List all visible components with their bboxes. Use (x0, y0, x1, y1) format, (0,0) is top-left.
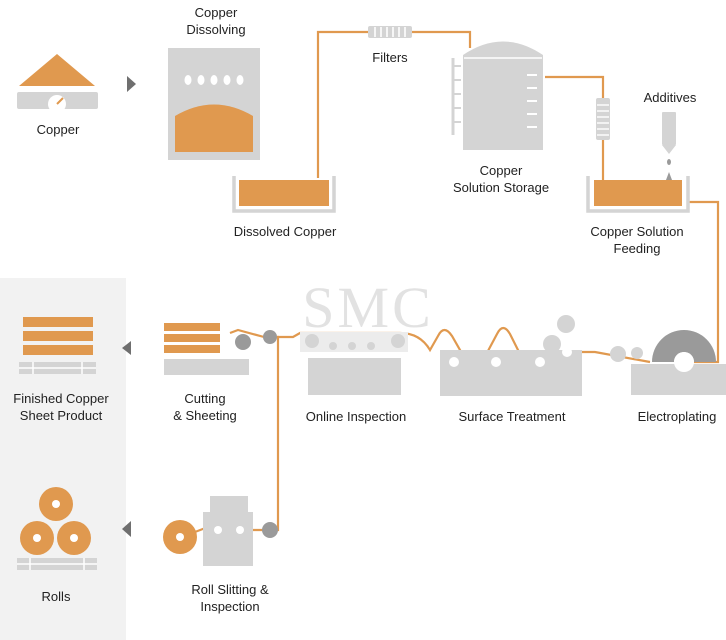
label-copper-dissolving: Copper Dissolving (166, 4, 266, 38)
roll-slitting-icon (163, 496, 278, 566)
label-line: Feeding (613, 241, 661, 256)
finished-sheets-icon (19, 317, 96, 374)
label-electroplating: Electroplating (637, 409, 717, 424)
additives-dropper-icon (662, 112, 676, 180)
flow-arrow-icon (127, 76, 136, 92)
label-line: Roll Slitting & (191, 582, 269, 597)
label-surface-treatment: Surface Treatment (458, 409, 566, 424)
online-inspection-icon (300, 332, 408, 395)
label-copper-solution-feeding: Copper Solution Feeding (577, 223, 697, 257)
storage-tank-icon (451, 41, 543, 150)
flow-arrow-icon (122, 341, 131, 355)
label-additives: Additives (643, 90, 697, 105)
electroplating-drum-icon (610, 330, 726, 395)
label-line: & Sheeting (173, 408, 237, 423)
copper-pile-icon (17, 54, 98, 113)
label-line: Inspection (200, 599, 260, 614)
label-line: Dissolving (186, 22, 246, 37)
feeding-tray-icon (586, 176, 690, 213)
filter-icon (368, 26, 412, 38)
label-copper-solution-storage: Copper Solution Storage (440, 162, 562, 196)
label-line: Solution Storage (452, 180, 550, 195)
label-dissolved-copper: Dissolved Copper (233, 224, 337, 239)
flow-arrow-icon (122, 521, 131, 537)
dissolved-copper-tray-icon (232, 176, 336, 213)
label-filters: Filters (372, 50, 408, 65)
label-roll-slitting-inspection: Roll Slitting & Inspection (172, 581, 288, 615)
label-line: Finished Copper (13, 391, 109, 406)
label-line: Copper (194, 5, 238, 20)
dissolving-tank-icon (168, 48, 260, 160)
label-rolls: Rolls (41, 589, 71, 604)
surface-treatment-icon (440, 315, 582, 396)
label-finished-copper-sheet-product: Finished Copper Sheet Product (2, 390, 120, 424)
label-online-inspection: Online Inspection (305, 409, 407, 424)
watermark-logo: SMC (302, 275, 434, 340)
label-line: Sheet Product (19, 408, 103, 423)
label-copper: Copper (36, 122, 80, 137)
label-line: Copper (479, 163, 523, 178)
label-cutting-sheeting: Cutting & Sheeting (160, 390, 250, 424)
label-line: Cutting (184, 391, 226, 406)
filter-icon (596, 98, 610, 140)
label-line: Copper Solution (590, 224, 684, 239)
cutting-sheeting-icon (164, 323, 277, 375)
rolls-icon (17, 487, 97, 570)
